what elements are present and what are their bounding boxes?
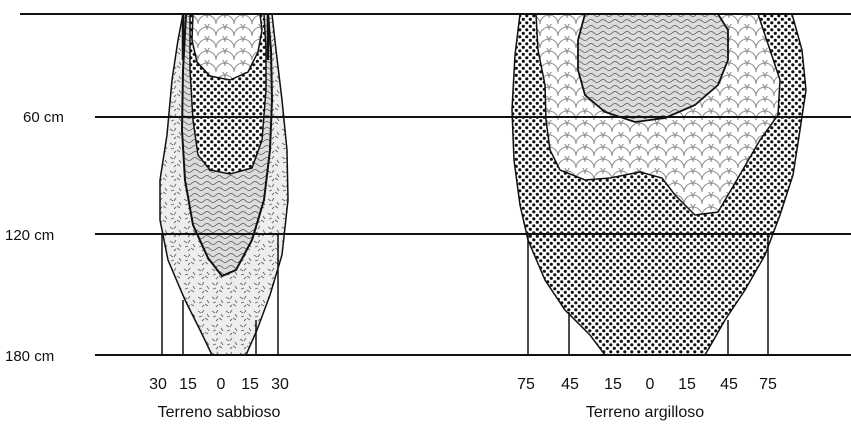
sandy-tick-0: 0 bbox=[217, 376, 226, 393]
sandy-tick-30-right: 30 bbox=[271, 376, 289, 393]
depth-label-180: 180 cm bbox=[5, 348, 54, 365]
clay-tick-45-left: 45 bbox=[561, 376, 579, 393]
clay-tick-75-left: 75 bbox=[517, 376, 535, 393]
sandy-caption: Terreno sabbioso bbox=[158, 404, 281, 421]
clay-tick-45-right: 45 bbox=[720, 376, 738, 393]
depth-label-120: 120 cm bbox=[5, 227, 54, 244]
sandy-tick-30-left: 30 bbox=[149, 376, 167, 393]
clay-tick-0: 0 bbox=[646, 376, 655, 393]
clay-tick-75-right: 75 bbox=[759, 376, 777, 393]
clay-caption: Terreno argilloso bbox=[586, 404, 704, 421]
clay-tick-15-left: 15 bbox=[604, 376, 622, 393]
sandy-tick-15-left: 15 bbox=[179, 376, 197, 393]
sandy-tick-15-right: 15 bbox=[241, 376, 259, 393]
depth-label-60: 60 cm bbox=[23, 109, 64, 126]
clay-tick-15-right: 15 bbox=[678, 376, 696, 393]
